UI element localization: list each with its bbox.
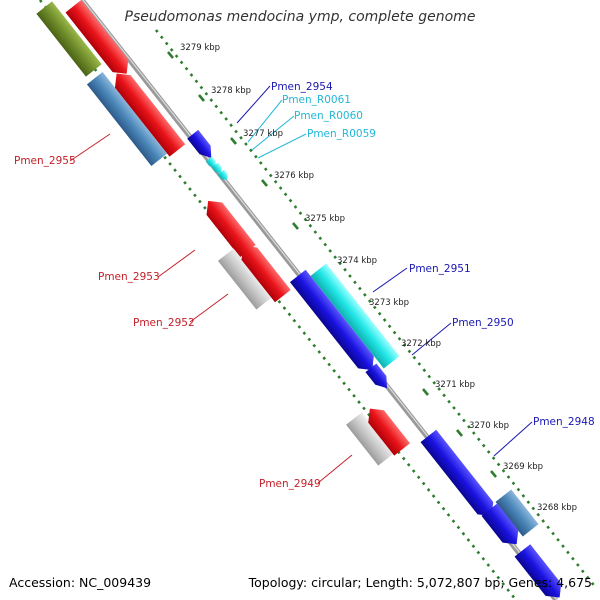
- genome-summary-label: Topology: circular; Length: 5,072,807 bp…: [248, 575, 592, 590]
- gene-arrow[interactable]: [217, 169, 230, 183]
- kbp-tick-label: 3275 kbp: [305, 214, 345, 224]
- gene-arrow[interactable]: [217, 248, 273, 310]
- gene-label[interactable]: Pmen_2949: [259, 478, 321, 490]
- gene-arrow[interactable]: [420, 429, 500, 522]
- gene-leader-line: [493, 421, 533, 457]
- gene-leader-line: [372, 267, 408, 293]
- kbp-tick-label: 3269 kbp: [503, 462, 543, 472]
- map-title: Pseudomonas mendocina ymp, complete geno…: [124, 9, 476, 25]
- kbp-tick-label: 3268 kbp: [537, 503, 577, 513]
- kbp-major-tick: [292, 222, 299, 230]
- kbp-major-tick: [230, 137, 237, 145]
- gene-leader-line: [236, 85, 271, 124]
- gene-leader-line: [257, 133, 307, 159]
- gene-leader-line: [251, 115, 295, 151]
- gene-arrow[interactable]: [495, 489, 539, 537]
- gene-arrow[interactable]: [205, 156, 218, 170]
- gene-leader-line: [157, 249, 196, 278]
- kbp-tick-label: 3271 kbp: [435, 380, 475, 390]
- gene-label[interactable]: Pmen_2952: [133, 317, 195, 329]
- kbp-major-tick: [490, 470, 497, 478]
- gene-arrow[interactable]: [187, 129, 217, 162]
- gene-arrow[interactable]: [109, 67, 186, 157]
- gene-label[interactable]: Pmen_2955: [14, 155, 76, 167]
- kbp-major-tick: [456, 429, 463, 437]
- tick-line-inner: [154, 29, 598, 589]
- gene-arrow[interactable]: [200, 195, 256, 258]
- gene-label[interactable]: Pmen_2948: [533, 416, 595, 428]
- gene-arrow[interactable]: [211, 162, 224, 176]
- gene-label[interactable]: Pmen_R0060: [294, 110, 363, 122]
- gene-label[interactable]: Pmen_2953: [98, 271, 160, 283]
- gene-arrow[interactable]: [289, 269, 380, 377]
- gene-arrow[interactable]: [365, 363, 392, 392]
- gene-label[interactable]: Pmen_2950: [452, 317, 514, 329]
- gene-arrow[interactable]: [481, 503, 525, 551]
- gene-label[interactable]: Pmen_2951: [409, 263, 471, 275]
- gene-leader-line: [247, 99, 283, 143]
- gene-leader-line: [69, 133, 111, 162]
- gene-arrow[interactable]: [346, 412, 394, 466]
- gene-arrow[interactable]: [86, 71, 168, 167]
- kbp-tick-label: 3277 kbp: [243, 129, 283, 139]
- gene-leader-line: [411, 322, 452, 356]
- gene-label[interactable]: Pmen_2954: [271, 81, 333, 93]
- gene-leader-line: [189, 293, 229, 323]
- kbp-major-tick: [261, 179, 268, 187]
- gene-arrow[interactable]: [36, 1, 102, 77]
- kbp-tick-label: 3273 kbp: [369, 298, 409, 308]
- kbp-tick-label: 3270 kbp: [469, 421, 509, 431]
- kbp-major-tick: [422, 388, 429, 396]
- gene-label[interactable]: Pmen_R0061: [282, 94, 351, 106]
- kbp-tick-label: 3278 kbp: [211, 86, 251, 96]
- gene-arrow[interactable]: [514, 544, 568, 600]
- kbp-tick-label: 3274 kbp: [337, 256, 377, 266]
- kbp-major-tick: [198, 94, 205, 102]
- gene-arrow[interactable]: [310, 263, 400, 369]
- kbp-tick-label: 3276 kbp: [274, 171, 314, 181]
- kbp-tick-label: 3272 kbp: [401, 339, 441, 349]
- gene-arrow[interactable]: [65, 0, 134, 80]
- kbp-tick-label: 3279 kbp: [180, 43, 220, 53]
- gene-arrow[interactable]: [235, 240, 291, 303]
- gene-label[interactable]: Pmen_R0059: [307, 128, 376, 140]
- accession-label: Accession: NC_009439: [9, 575, 152, 590]
- gene-arrow[interactable]: [362, 402, 410, 456]
- kbp-major-tick: [167, 51, 174, 59]
- gene-leader-line: [317, 454, 353, 484]
